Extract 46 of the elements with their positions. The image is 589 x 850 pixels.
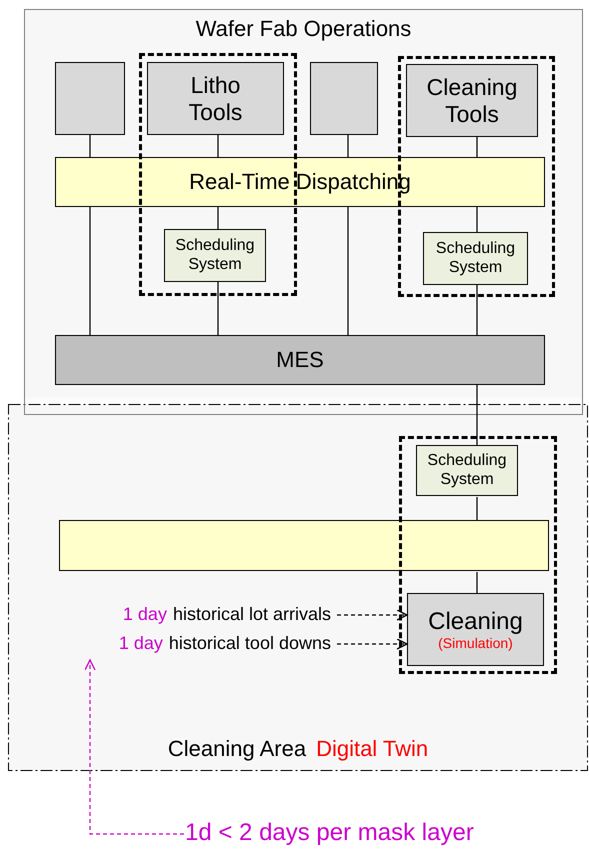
connector-line <box>217 135 219 157</box>
arrow <box>337 609 408 621</box>
connector-line <box>89 207 91 335</box>
simulation-tag: (Simulation) <box>438 635 513 652</box>
duration-label: 1 day <box>122 604 167 625</box>
node-label: Scheduling System <box>174 237 256 274</box>
connector-line <box>476 572 478 594</box>
note-text: historical lot arrivals <box>172 604 331 625</box>
connector-line <box>217 282 219 335</box>
operations-panel <box>24 9 583 415</box>
simulation-box <box>407 593 544 666</box>
connector-line <box>89 135 91 157</box>
connector-line <box>476 207 478 232</box>
connector-line <box>476 385 478 446</box>
arrow <box>337 638 408 650</box>
node-label: Litho Tools <box>188 72 244 125</box>
node-label: Real-Time Dispatching <box>189 169 411 195</box>
connector-line <box>476 497 478 521</box>
node-label: Scheduling System <box>426 452 508 489</box>
scheduling-box <box>416 445 518 496</box>
node-label: Wafer Fab Operations <box>196 16 412 42</box>
scheduling-box <box>164 229 266 282</box>
connector-line <box>347 207 349 335</box>
mes-bar <box>55 335 545 385</box>
connector-line <box>217 207 219 229</box>
node-label: MES <box>276 347 324 373</box>
tool-box <box>147 62 284 135</box>
node-label: Cleaning Tools <box>426 74 518 127</box>
region-label: Cleaning Area <box>168 736 306 761</box>
tool-box <box>55 62 125 135</box>
connector-line <box>476 285 478 335</box>
region-tag: Digital Twin <box>316 736 428 761</box>
connector-line <box>347 135 349 157</box>
note-text: historical tool downs <box>168 633 331 654</box>
dispatching-bar <box>59 520 549 571</box>
digital-twin-region <box>8 404 588 771</box>
arrow <box>84 659 184 835</box>
note-text: 1d < 2 days per mask layer <box>185 819 474 847</box>
tool-box <box>310 62 378 135</box>
duration-label: 1 day <box>118 633 163 654</box>
dispatching-bar <box>55 157 545 207</box>
tool-box <box>406 64 538 137</box>
node-label: Cleaning <box>428 608 523 636</box>
scheduling-box <box>423 232 528 285</box>
node-label: Scheduling System <box>434 240 516 277</box>
connector-line <box>476 137 478 157</box>
